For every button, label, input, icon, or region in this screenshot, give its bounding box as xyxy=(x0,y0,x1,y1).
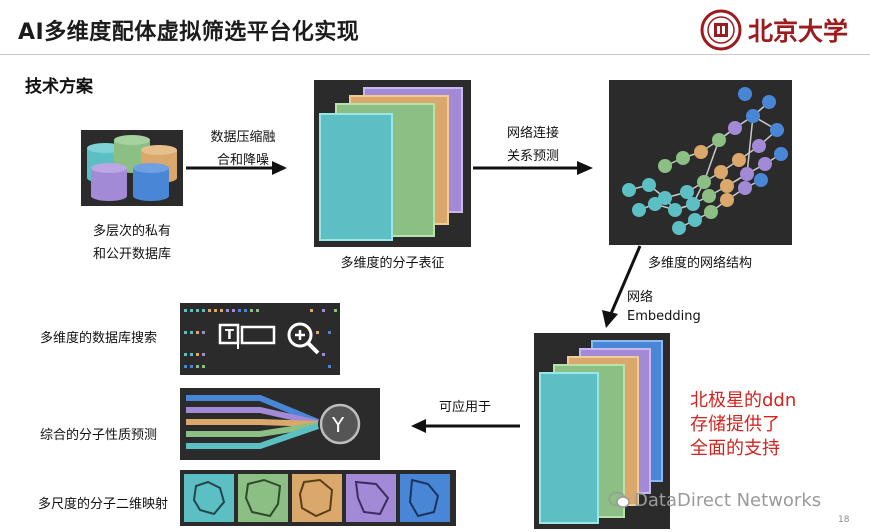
svg-text:Y: Y xyxy=(331,413,345,437)
network-label: 多维度的网络结构 xyxy=(647,256,752,271)
embedding-arrow-label: 网络 Embedding xyxy=(627,290,701,324)
ddn-callout: 北极星的ddn 存储提供了 全面的支持 xyxy=(690,390,797,459)
arrow-left-icon xyxy=(411,419,520,433)
embedding-panel xyxy=(534,333,670,529)
molecular-rep-label: 多维度的分子表征 xyxy=(340,256,445,271)
databases-panel xyxy=(81,130,183,206)
db-search-label: 多维度的数据库搜索 xyxy=(40,331,158,346)
db-search-panel: T xyxy=(180,303,340,375)
svg-text:T: T xyxy=(225,328,234,343)
watermark: DataDirect Networks xyxy=(608,490,821,511)
university-logo-text: 北京大学 xyxy=(748,17,849,46)
university-seal-icon xyxy=(700,9,742,51)
page-number: 18 xyxy=(838,515,850,525)
title-divider xyxy=(0,54,870,55)
arrow-down-left-icon xyxy=(602,245,642,328)
wechat-icon xyxy=(608,491,630,508)
applied-arrow-label: 可应用于 xyxy=(438,400,491,415)
map-2d-label: 多尺度的分子二维映射 xyxy=(38,497,169,512)
arrow-right-icon xyxy=(186,161,287,175)
property-pred-panel: Y xyxy=(180,388,380,460)
section-subtitle: 技术方案 xyxy=(25,77,93,97)
databases-label: 多层次的私有 和公开数据库 xyxy=(92,224,171,262)
property-pred-label: 综合的分子性质预测 xyxy=(40,428,158,443)
predict-arrow-label: 网络连接 关系预测 xyxy=(506,126,559,164)
map-2d-panel xyxy=(180,470,456,526)
arrow-right-icon xyxy=(473,161,593,175)
page-title: AI多维度配体虚拟筛选平台化实现 xyxy=(18,20,360,45)
molecular-rep-panel xyxy=(314,80,471,247)
network-panel xyxy=(609,80,792,245)
fusion-arrow-label: 数据压缩融 合和降噪 xyxy=(210,130,276,168)
